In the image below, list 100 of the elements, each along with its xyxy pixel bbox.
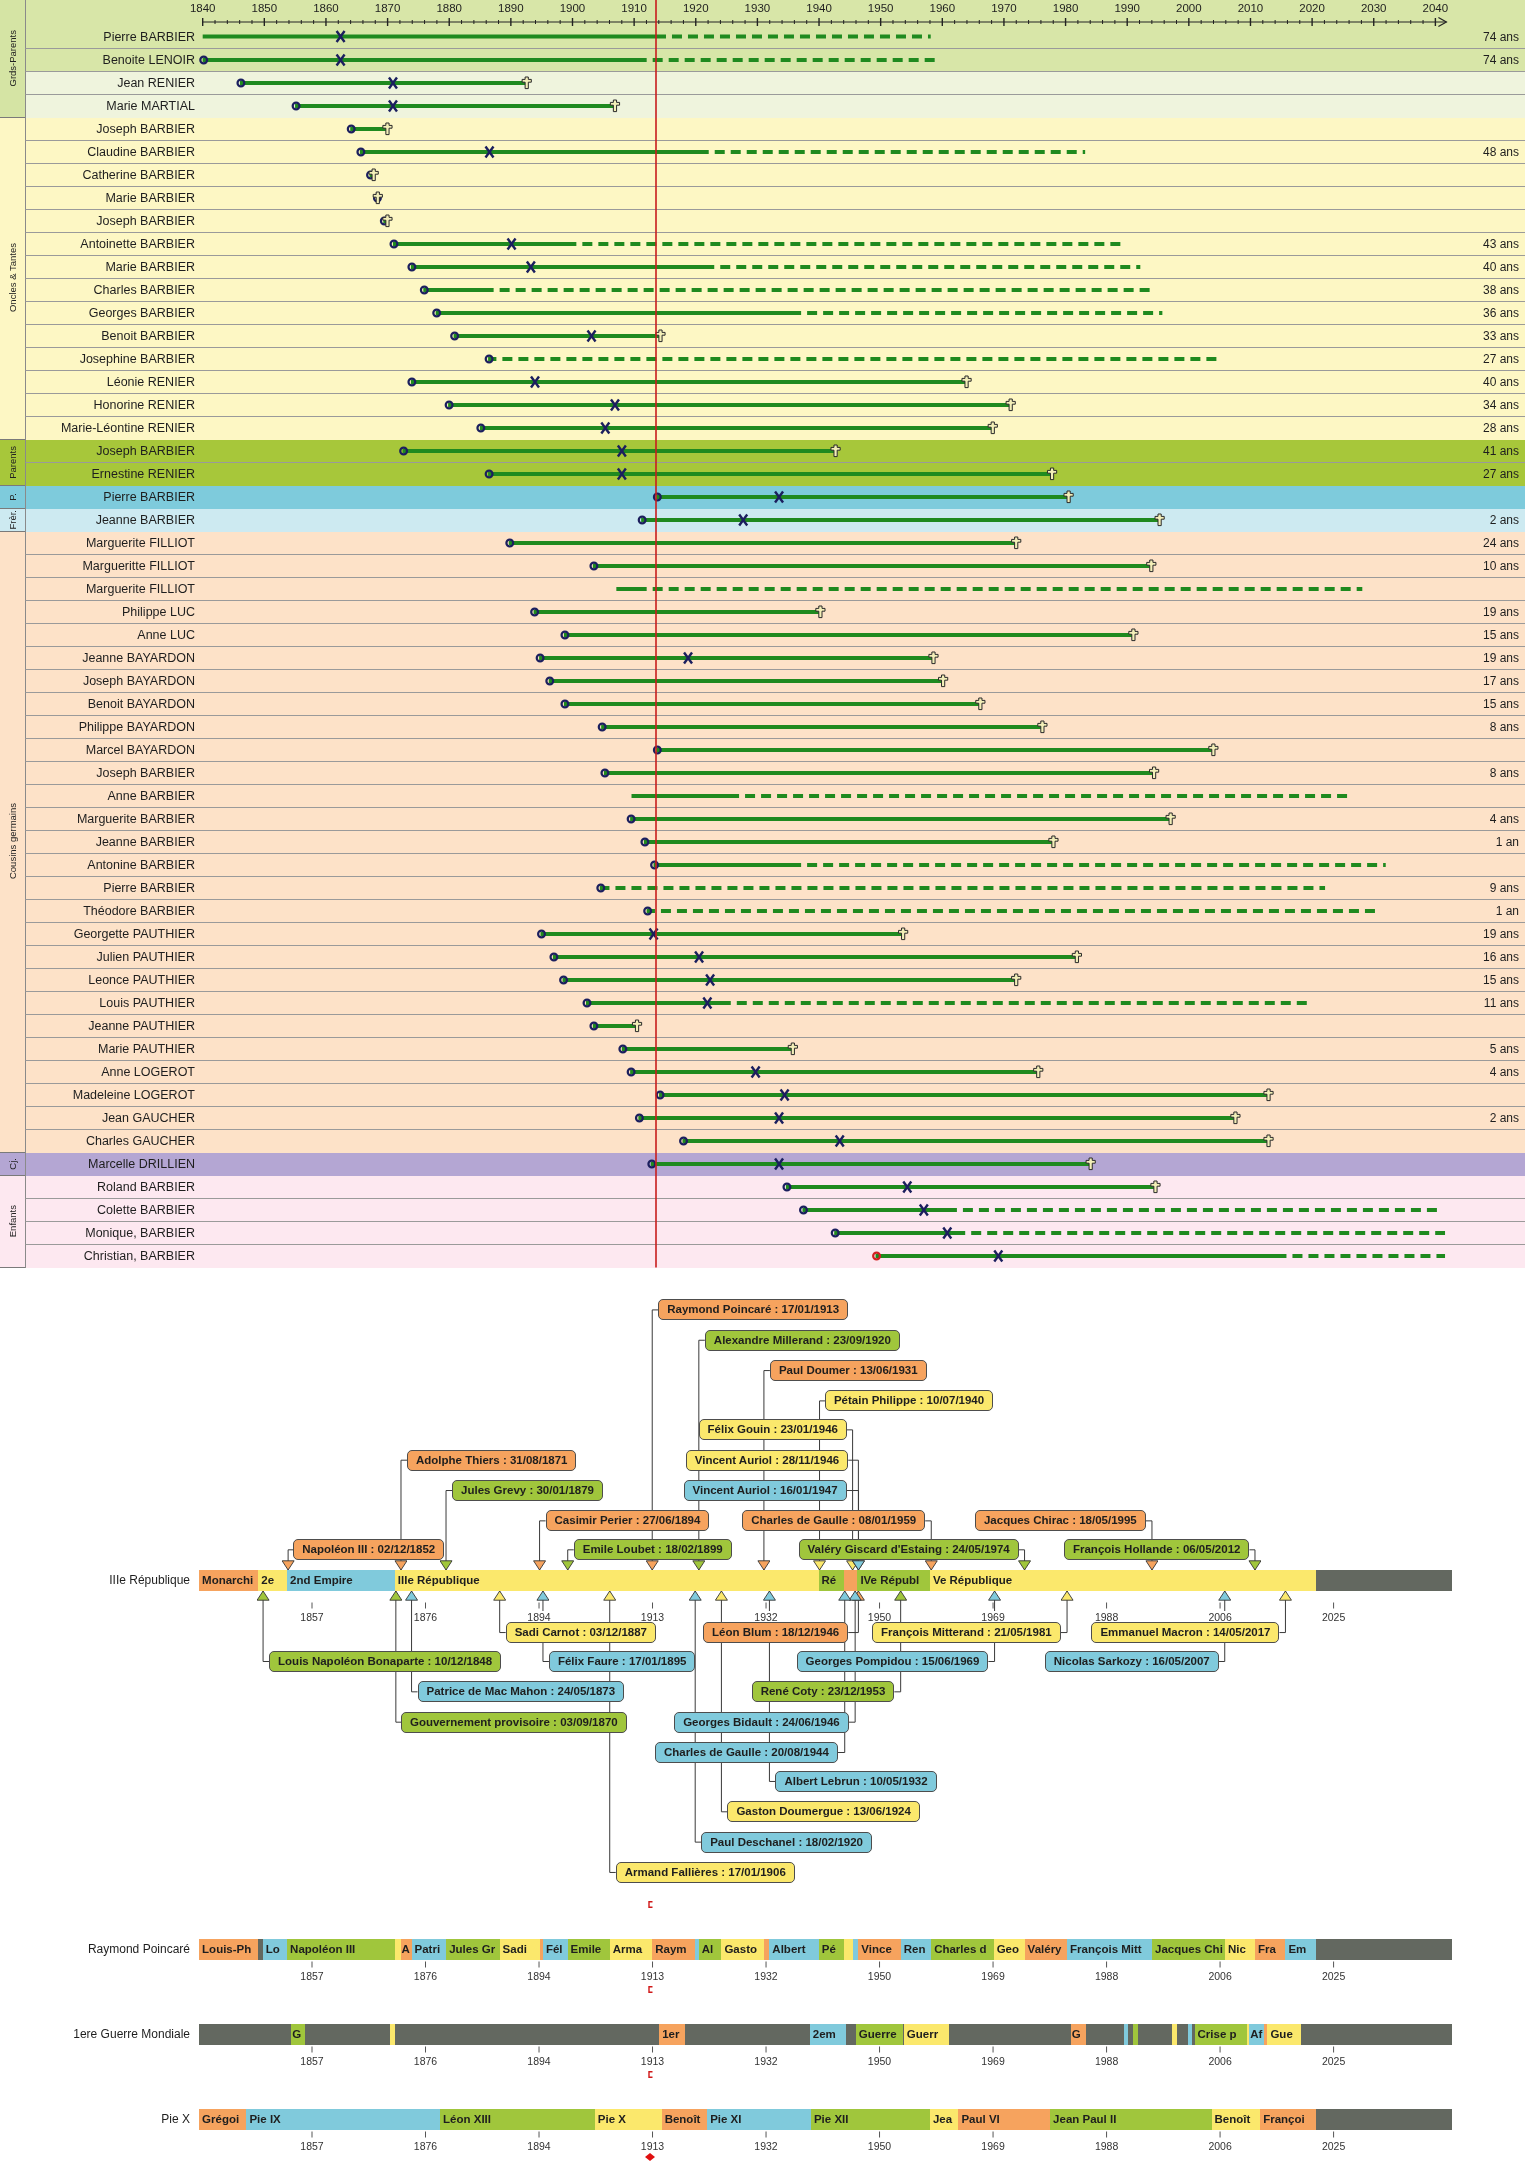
period-segment: Pie X — [594, 2109, 662, 2130]
axis-year-label: 1969 — [980, 2055, 1006, 2067]
president-tag: Louis Napoléon Bonaparte : 10/12/1848 — [269, 1651, 502, 1672]
row-band — [25, 393, 1525, 417]
row-band — [25, 209, 1525, 233]
group-band — [0, 0, 1525, 118]
axis-year-label: 1876 — [412, 1970, 439, 1982]
row-band — [25, 370, 1525, 394]
period-segment: G — [291, 2024, 306, 2045]
period-segment: Af — [1249, 2024, 1264, 2045]
president-tag: Jacques Chirac : 18/05/1995 — [974, 1510, 1146, 1532]
person-name: Jean GAUCHER — [101, 1109, 195, 1126]
president-tag: Gaston Doumergue : 13/06/1924 — [727, 1801, 920, 1823]
axis-year-label: 1870 — [374, 2, 401, 15]
president-tag: Albert Lebrun : 10/05/1932 — [775, 1770, 937, 1792]
age-label: 40 ans — [1482, 373, 1519, 390]
period-segment — [763, 1939, 770, 1960]
timeline-row-label: Pie X — [161, 2111, 190, 2128]
person-name: Ernestine RENIER — [91, 465, 195, 482]
axis-year-label: 1913 — [639, 1611, 666, 1623]
age-label: 5 ans — [1489, 1040, 1519, 1057]
period-segment: Ré — [818, 1570, 844, 1591]
group-label: Oncles & Tantes — [7, 243, 18, 313]
row-band — [25, 830, 1525, 854]
age-label: 43 ans — [1482, 235, 1519, 252]
age-label: 17 ans — [1482, 672, 1519, 689]
period-segment: Jacques Chi — [1152, 1939, 1225, 1960]
period-segment — [1263, 2024, 1268, 2045]
row-band — [25, 876, 1525, 900]
axis-year-label: 1969 — [980, 2140, 1006, 2152]
period-segment — [852, 1939, 859, 1960]
axis-year-label: 2030 — [1360, 2, 1387, 15]
period-segment: 2e — [258, 1570, 288, 1591]
president-tag: Félix Gouin : 23/01/1946 — [698, 1419, 847, 1441]
age-label: 28 ans — [1482, 419, 1519, 436]
age-label: 8 ans — [1489, 718, 1519, 735]
period-segment — [1124, 2024, 1129, 2045]
axis-year-label: 1876 — [412, 2055, 439, 2067]
period-segment: Louis-Ph — [199, 1939, 258, 1960]
age-label: 8 ans — [1489, 764, 1519, 781]
row-band — [25, 94, 1525, 118]
president-tag: Napoléon III : 02/12/1852 — [293, 1539, 445, 1561]
person-name: Jeanne BAYARDON — [82, 649, 195, 666]
person-name: Leonce PAUTHIER — [88, 971, 195, 988]
person-name: Marcel BAYARDON — [85, 741, 195, 758]
period-segment — [1171, 2024, 1177, 2045]
person-name: Marie PAUTHIER — [98, 1040, 195, 1057]
period-segment: Françoi — [1260, 2109, 1316, 2130]
period-segment: Crise p — [1194, 2024, 1247, 2045]
period-segment: Patri — [411, 1939, 447, 1960]
axis-year-label: 1950 — [866, 2140, 893, 2152]
row-band — [25, 347, 1525, 371]
person-name: Marguerite BARBIER — [76, 810, 195, 827]
axis-year-label: 1940 — [806, 2, 832, 15]
person-name: Marie MARTIAL — [106, 97, 195, 114]
person-name: Pierre BARBIER — [103, 879, 195, 896]
axis-year-label: 1920 — [682, 2, 709, 15]
person-name: Christian, BARBIER — [83, 1247, 195, 1264]
president-tag: Emile Loubet : 18/02/1899 — [573, 1539, 732, 1561]
axis-year-label: 1894 — [526, 2055, 552, 2067]
row-band — [25, 761, 1525, 785]
person-name: Marguerite FILLIOT — [85, 580, 195, 597]
period-segment: Jea — [929, 2109, 959, 2130]
period-segment: Grégoi — [199, 2109, 247, 2130]
period-segment: 1er — [659, 2024, 686, 2045]
period-segment: Pie IX — [246, 2109, 441, 2130]
person-name: Joseph BAYARDON — [82, 672, 195, 689]
age-label: 48 ans — [1482, 143, 1519, 160]
timeline-row-label: 1ere Guerre Mondiale — [73, 2026, 190, 2043]
president-tag: Vincent Auriol : 16/01/1947 — [683, 1480, 847, 1501]
row-band — [25, 71, 1525, 95]
person-name: Marie-Léontine RENIER — [60, 419, 195, 436]
person-name: Pierre BARBIER — [103, 488, 195, 505]
period-segment — [695, 1939, 699, 1960]
axis-year-label: 1850 — [251, 2, 278, 15]
period-segment: Pie XI — [707, 2109, 811, 2130]
age-label: 27 ans — [1482, 350, 1519, 367]
period-segment: Lo — [262, 1939, 288, 1960]
person-name: Marguerite FILLIOT — [85, 534, 195, 551]
person-name: Joseph BARBIER — [96, 212, 195, 229]
president-tag: Léon Blum : 18/12/1946 — [703, 1622, 849, 1644]
period-segment: Nic — [1224, 1939, 1255, 1960]
age-label: 2 ans — [1489, 1109, 1519, 1126]
person-name: Marie BARBIER — [105, 258, 195, 275]
group-label: Parents — [7, 445, 18, 479]
axis-year-label: 2040 — [1422, 2, 1449, 15]
group-band — [0, 439, 1525, 486]
row-band — [25, 1106, 1525, 1130]
axis-year-label: 2020 — [1299, 2, 1325, 15]
leader-line — [714, 1590, 728, 1813]
group-label: Cj. — [7, 1157, 18, 1170]
president-tag: François Mitterand : 21/05/1981 — [872, 1622, 1061, 1644]
period-segment: Emile — [567, 1939, 610, 1960]
leader-line — [493, 1590, 507, 1634]
row-band — [25, 738, 1525, 762]
row-band — [25, 669, 1525, 693]
person-name: Antonine BARBIER — [87, 856, 195, 873]
person-name: Charles GAUCHER — [85, 1132, 195, 1149]
period-segment: Monarchi — [199, 1570, 259, 1591]
period-segment: Fra — [1254, 1939, 1286, 1960]
